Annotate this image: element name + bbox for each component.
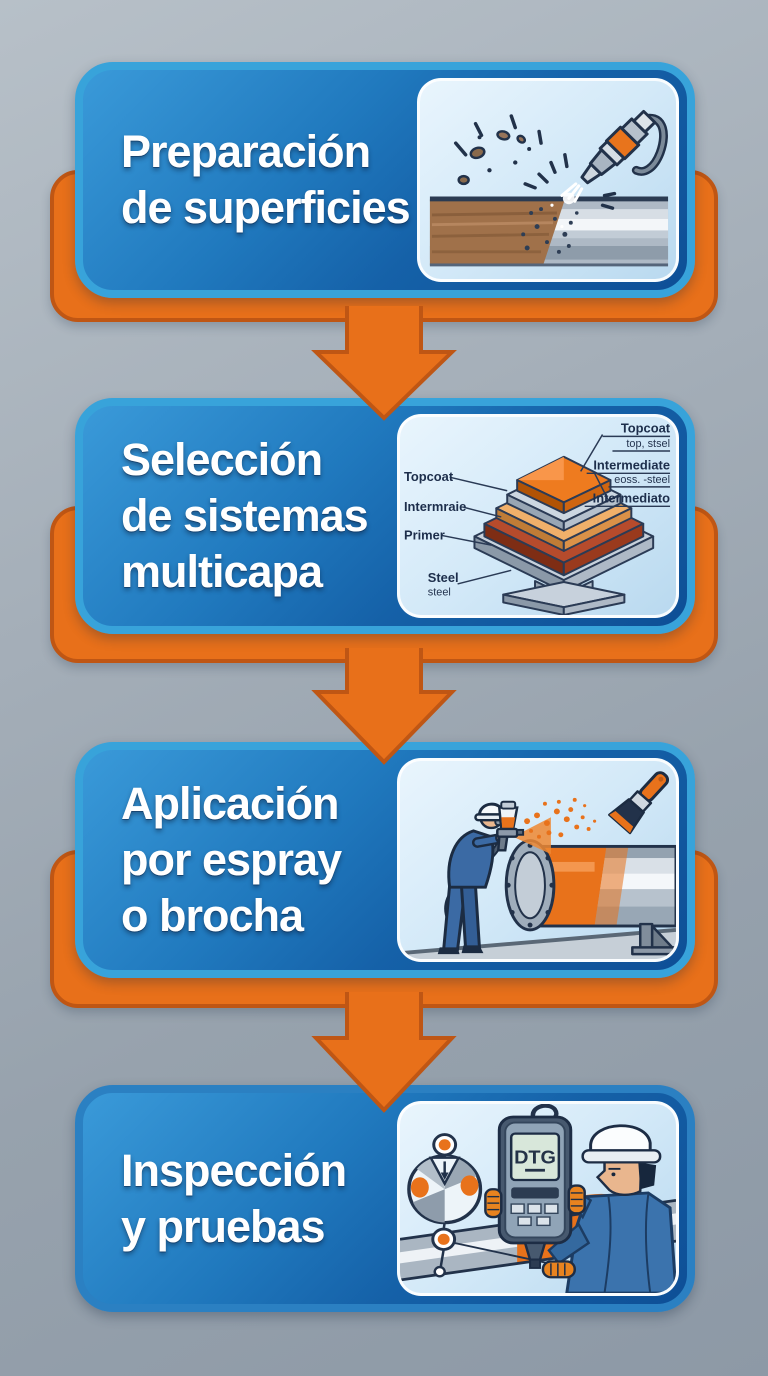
worker-face — [595, 1161, 643, 1196]
step-title: Selección de sistemas multicapa — [83, 432, 369, 600]
title-line: multicapa — [121, 546, 323, 597]
title-line: de superficies — [121, 182, 411, 233]
step-title: Inspección y pruebas — [83, 1143, 347, 1255]
spray-mist — [513, 797, 597, 855]
label-intermediate-right: Intermediate — [593, 458, 670, 473]
illustration-panel — [397, 758, 679, 962]
multilayer-stack-illustration: Topcoat Intermraie Primer Steel steel To… — [404, 421, 671, 615]
inspection-illustration: DTG — [400, 1104, 676, 1293]
paint-brush-icon — [608, 771, 670, 835]
label-steel-sub: steel — [428, 587, 451, 599]
title-line: de sistemas — [121, 490, 369, 541]
inspector-worker — [547, 1124, 676, 1293]
step-card-preparacion: Preparación de superficies — [75, 62, 695, 298]
painter-worker — [437, 802, 509, 955]
label-intermediate-right-sub: eoss. -steel — [614, 474, 670, 486]
debris-particles — [453, 114, 617, 210]
label-steel: Steel — [428, 570, 459, 585]
layer-labels: Topcoat Intermraie Primer Steel steel To… — [404, 421, 671, 599]
pipe-support — [631, 922, 676, 956]
spray-painting-illustration — [400, 771, 676, 959]
title-line: Preparación — [121, 126, 371, 177]
label-topcoat-right-sub: top, stsel — [626, 438, 670, 450]
label-primer-left: Primer — [404, 527, 445, 542]
label-intermediato: Intermediato — [593, 491, 671, 506]
title-line: Inspección — [121, 1144, 347, 1196]
step-title: Aplicación por espray o brocha — [83, 776, 342, 944]
meter-screen-label: DTG — [514, 1148, 556, 1168]
impact-flash — [562, 192, 575, 205]
pipe-flange — [504, 839, 556, 932]
label-topcoat-right: Topcoat — [621, 421, 671, 436]
spray-gun-icon — [496, 800, 525, 852]
label-intermediate-left: Intermraie — [404, 499, 466, 514]
title-line: o brocha — [121, 890, 304, 941]
illustration-panel — [417, 78, 679, 282]
label-topcoat-left: Topcoat — [404, 469, 454, 484]
leader-lines — [441, 434, 671, 585]
abrasive-blasting-illustration — [429, 109, 669, 267]
step-card-inspeccion: Inspección y pruebas — [75, 1085, 695, 1312]
step-title: Preparación de superficies — [83, 124, 411, 236]
title-line: Selección — [121, 434, 323, 485]
step-card-aplicacion: Aplicación por espray o brocha — [75, 742, 695, 978]
safety-gloves — [484, 1184, 586, 1279]
title-line: por espray — [121, 834, 342, 885]
title-line: y pruebas — [121, 1200, 326, 1252]
step-card-seleccion: Selección de sistemas multicapa — [75, 398, 695, 634]
hard-hat — [589, 1124, 652, 1154]
grit-speckles — [521, 207, 579, 254]
metal-surface — [429, 196, 669, 267]
thickness-gauge-meter: DTG — [497, 1104, 573, 1269]
illustration-panel: Topcoat Intermraie Primer Steel steel To… — [397, 414, 679, 618]
illustration-panel: DTG — [397, 1101, 679, 1296]
meter-screen — [509, 1132, 561, 1182]
coating-layers — [483, 455, 645, 577]
blast-nozzle-icon — [580, 109, 668, 185]
coating-gauge-icon — [407, 1133, 483, 1278]
title-line: Aplicación — [121, 778, 340, 829]
